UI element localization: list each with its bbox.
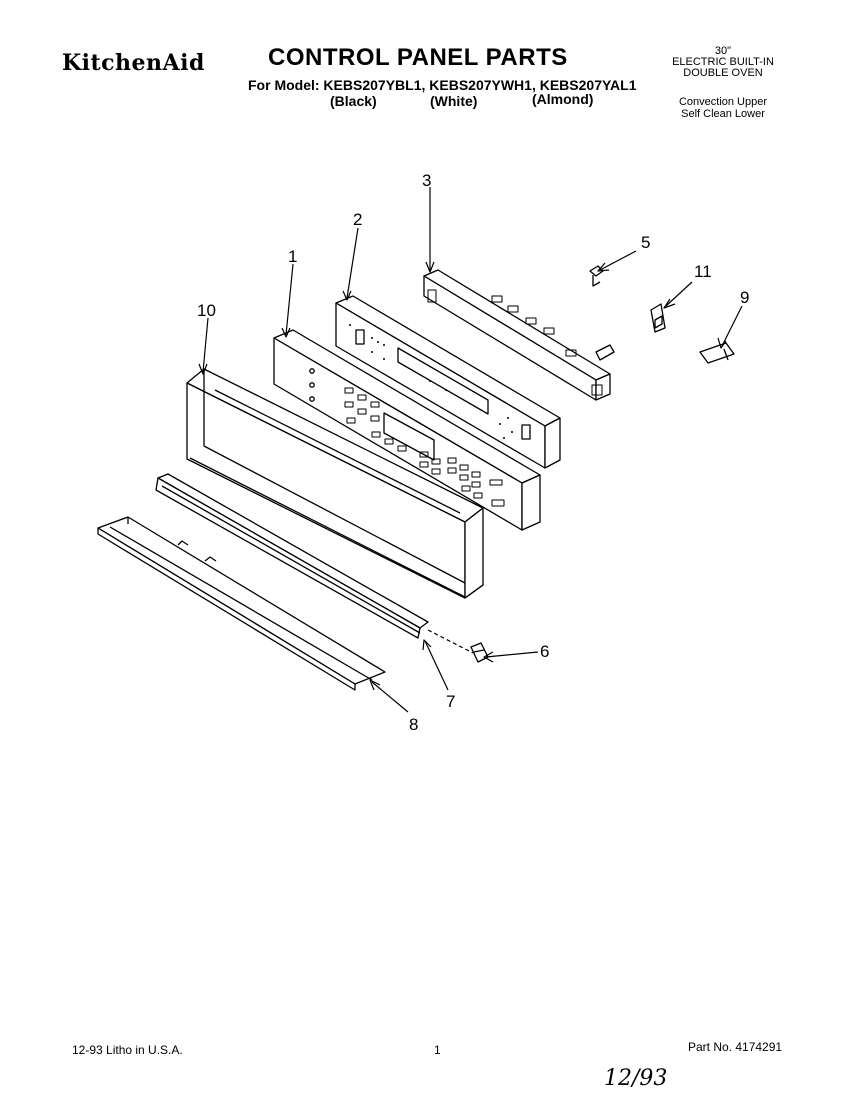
product-description: Convection Upper Self Clean Lower: [668, 96, 778, 120]
part-10-trim-frame: [186, 368, 484, 599]
color-almond: (Almond): [532, 91, 594, 107]
color-black: (Black): [330, 93, 377, 109]
handwritten-date: 12/93: [604, 1066, 668, 1091]
product-model: DOUBLE OVEN: [683, 67, 763, 79]
product-size: 30": [714, 45, 732, 57]
callout-numbers: 1 2 3 5 11 9 10 6 7 8: [197, 171, 749, 734]
callout-7: 7: [446, 692, 455, 711]
leader-lines: [198, 187, 743, 713]
part-11-bracket: [650, 303, 666, 333]
callout-1: 1: [288, 247, 297, 266]
callout-5: 5: [641, 233, 650, 252]
part-3-control-housing: [423, 269, 615, 401]
callout-2: 2: [353, 210, 362, 229]
litho-note: 12-93 Litho in U.S.A.: [72, 1043, 183, 1057]
kitchenaid-logo: KitchenAid: [62, 50, 205, 76]
product-type: ELECTRIC BUILT-IN: [672, 56, 774, 68]
callout-6: 6: [540, 642, 549, 661]
model-numbers: For Model: KEBS207YBL1, KEBS207YWH1, KEB…: [248, 77, 637, 93]
callout-3: 3: [422, 171, 431, 190]
part-9-bracket: [699, 342, 735, 364]
part-8-bottom-trim: [97, 516, 386, 691]
product-desc-lower: Self Clean Lower: [681, 108, 765, 120]
part-7-trim-strip: [155, 473, 429, 639]
callout-8: 8: [409, 715, 418, 734]
part-2-membrane-board: [335, 295, 561, 469]
color-white: (White): [430, 93, 478, 109]
product-desc-upper: Convection Upper: [678, 96, 768, 108]
part-1-control-panel: [273, 329, 541, 531]
part-6-clip: [470, 642, 489, 663]
callout-11: 11: [694, 262, 712, 281]
product-block: 30" ELECTRIC BUILT-IN DOUBLE OVEN: [668, 46, 778, 79]
callout-9: 9: [740, 288, 749, 307]
part-number: Part No. 4174291: [688, 1040, 783, 1054]
page-number: 1: [434, 1043, 441, 1057]
page-title: CONTROL PANEL PARTS: [268, 44, 568, 71]
callout-10: 10: [197, 301, 216, 320]
